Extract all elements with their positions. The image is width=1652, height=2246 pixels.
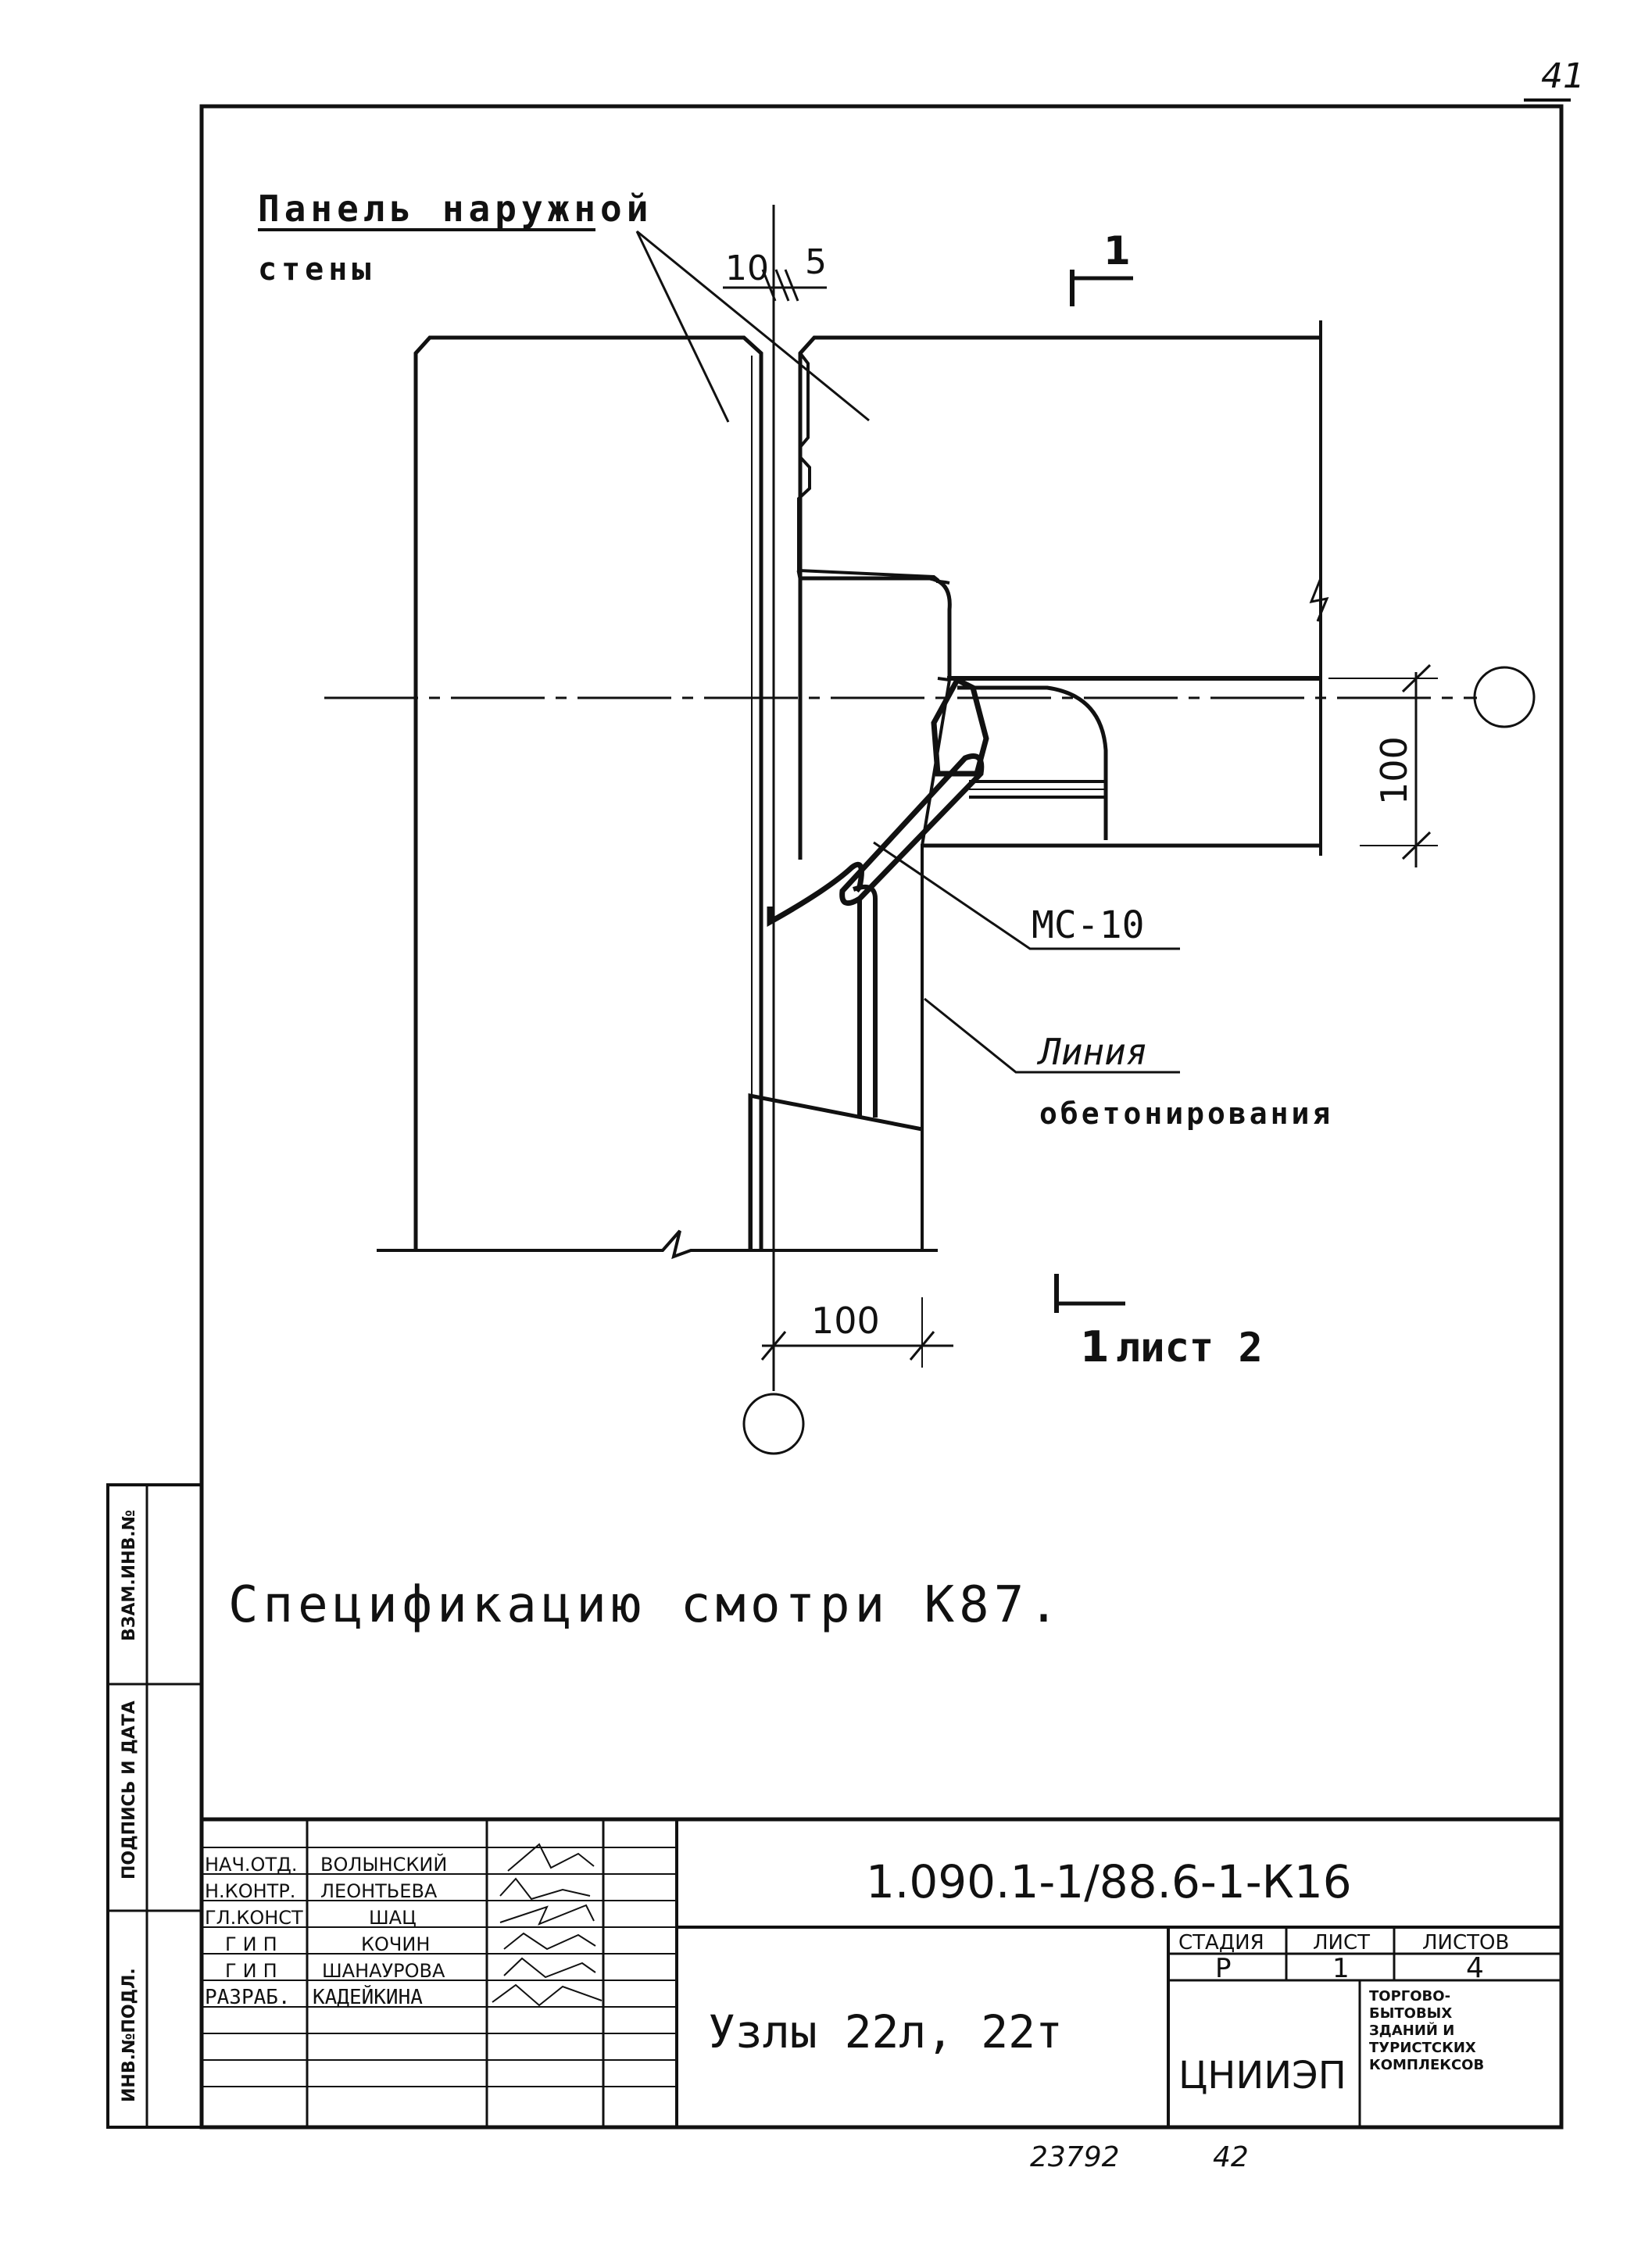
signature-2 — [499, 1877, 591, 1901]
tb-name-4: КОЧИН — [361, 1933, 430, 1955]
leader-panel-right — [636, 230, 870, 422]
section-mark-bottom-num: 1 — [1080, 1322, 1110, 1372]
right-wall-panel — [798, 335, 1321, 860]
leader-mc10 — [873, 841, 1180, 950]
tb-org-desc1: ТОРГОВО- — [1369, 1988, 1450, 2005]
dim-vert-tick1 — [1401, 663, 1432, 693]
signature-3 — [499, 1904, 595, 1926]
tb-role-4: ГИП — [225, 1933, 284, 1955]
dim-gap-right: 5 — [805, 242, 827, 282]
section-mark-bottom-ref: лист 2 — [1116, 1325, 1263, 1372]
label-panel-line2: стены — [258, 252, 375, 288]
tb-role-1: НАЧ.ОТД. — [205, 1854, 297, 1876]
dim-gap-tick3 — [784, 269, 799, 302]
label-concreting-line2: обетонирования — [1039, 1096, 1333, 1131]
tb-name-1: ВОЛЫНСКИЙ — [320, 1853, 447, 1876]
mc10-link-upper — [931, 676, 989, 777]
tb-role-5: ГИП — [225, 1960, 284, 1982]
tb-org-desc4: ТУРИСТСКИХ — [1369, 2040, 1476, 2056]
dim-gap-tick2 — [774, 269, 790, 302]
left-strip-vzam: ВЗАМ.ИНВ.№ — [120, 1510, 139, 1641]
slab-left-edge — [921, 677, 952, 846]
dim-horiz-tick2 — [909, 1331, 935, 1361]
tb-role-2: Н.КОНТР. — [205, 1880, 295, 1902]
tb-name-6: КАДЕЙКИНА — [313, 1984, 423, 2009]
tb-sheet-header: ЛИСТ — [1313, 1931, 1370, 1955]
leader-panel-left — [635, 231, 730, 423]
signature-6 — [492, 1983, 603, 2007]
tb-sheet: 1 — [1332, 1953, 1350, 1984]
dim-horizontal-100: 100 — [811, 1300, 880, 1342]
left-strip-podpis: ПОДПИСЬ И ДАТА — [120, 1701, 139, 1879]
tb-name-3: ШАЦ — [369, 1907, 417, 1929]
leader-concreting — [924, 997, 1180, 1074]
right-panel-profile — [797, 352, 950, 585]
footer-archive-number: 23792 — [1030, 2141, 1120, 2173]
tb-org-desc3: ЗДАНИЙ И — [1369, 2022, 1454, 2039]
mc10-link-lower — [767, 861, 864, 927]
tb-code: 1.090.1-1/88.6-1-К16 — [866, 1855, 1352, 1908]
tb-name-5: ШАНАУРОВА — [322, 1960, 445, 1982]
left-wall-panel — [413, 335, 763, 1250]
dim-vertical-100: 100 — [1373, 736, 1415, 805]
concreting-line — [921, 844, 930, 1250]
label-mc10: МС-10 — [1032, 903, 1145, 947]
page-number: 41 — [1541, 56, 1585, 96]
axis-bubble-bottom — [742, 1393, 805, 1455]
label-concreting-line1: Линия — [1036, 1031, 1147, 1073]
left-stamp-strip: ВЗАМ.ИНВ.№ ПОДПИСЬ И ДАТА ИНВ.№ПОДЛ. — [106, 1483, 202, 2129]
tb-title: Узлы 22л, 22т — [708, 2005, 1063, 2058]
tb-role-3: ГЛ.КОНСТ — [205, 1907, 303, 1929]
section-mark-top: 1 — [1103, 228, 1131, 274]
signature-5 — [503, 1957, 596, 1979]
mc10-link-bottom-strap — [852, 885, 878, 1118]
axis-bubble-right — [1473, 666, 1536, 728]
tb-stage-header: СТАДИЯ — [1178, 1931, 1264, 1955]
tb-org-desc5: КОМПЛЕКСОВ — [1369, 2057, 1484, 2073]
dim-horiz-tick1 — [760, 1331, 787, 1361]
sheet-frame — [199, 104, 1564, 2130]
specification-note: Спецификацию смотри К87. — [228, 1576, 1064, 1634]
left-strip-invpodl: ИНВ.№ПОДЛ. — [120, 1968, 139, 2102]
left-strip-frame — [106, 1483, 202, 2129]
slab-rib — [957, 685, 1108, 840]
footer-sheet-number: 42 — [1213, 2141, 1249, 2173]
tb-sheets-header: ЛИСТОВ — [1422, 1931, 1509, 1955]
tb-role-6: РАЗРАБ. — [205, 1986, 291, 2009]
tb-org: ЦНИИЭП — [1178, 2054, 1346, 2098]
signature-4 — [503, 1932, 596, 1951]
right-panel-break — [1309, 578, 1329, 622]
label-panel-line1: Панель наружной — [258, 188, 653, 230]
dim-gap-left: 10 — [725, 249, 769, 288]
lower-block — [748, 1093, 923, 1250]
tb-org-desc2: БЫТОВЫХ — [1369, 2005, 1452, 2022]
tb-sheets: 4 — [1466, 1952, 1484, 1984]
node-drawing: Панель наружной стены 10 5 1 — [258, 188, 1536, 1455]
title-block: 1.090.1-1/88.6-1-К16 НАЧ.ОТД. ВОЛЫНСКИЙ … — [202, 1817, 1561, 2127]
signature-1 — [507, 1843, 595, 1872]
dim-vert-tick2 — [1401, 831, 1432, 860]
console-profile — [796, 570, 952, 680]
bottom-break-line — [377, 1229, 938, 1260]
tb-stage: Р — [1215, 1953, 1232, 1984]
tb-name-2: ЛЕОНТЬЕВА — [320, 1880, 438, 1902]
